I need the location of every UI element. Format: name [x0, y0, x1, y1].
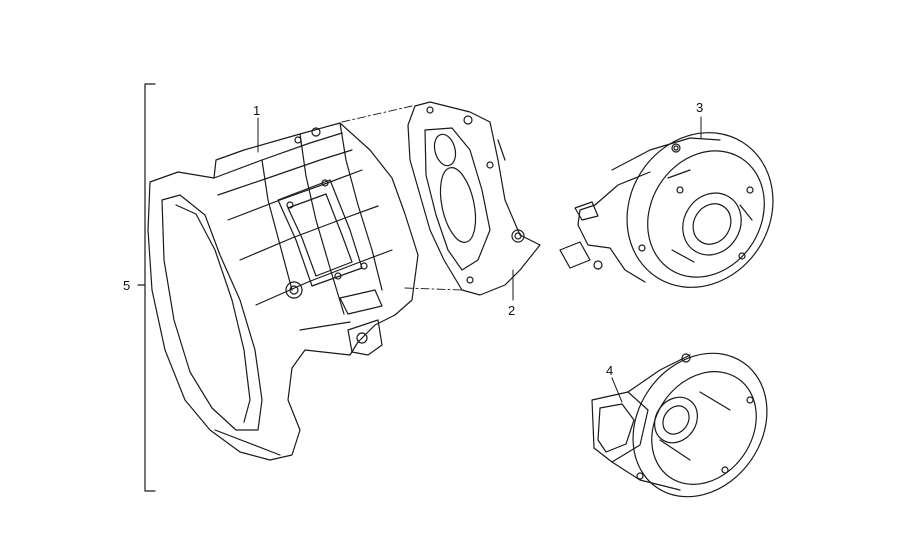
- callout-5: 5: [123, 278, 131, 293]
- intermediate-plate: [407, 101, 541, 296]
- callout-1: 1: [253, 103, 261, 118]
- rear-cover: [559, 132, 774, 288]
- callout-3: 3: [696, 100, 704, 115]
- leader-line-4: [611, 377, 623, 403]
- callout-2: 2: [508, 303, 516, 318]
- gearbox-housing: [147, 122, 419, 461]
- callout-4: 4: [606, 363, 614, 378]
- bell-cover: [591, 352, 768, 498]
- assembly-bracket: [137, 83, 156, 492]
- assembly-axis: [341, 105, 463, 291]
- leader-lines: [257, 116, 702, 403]
